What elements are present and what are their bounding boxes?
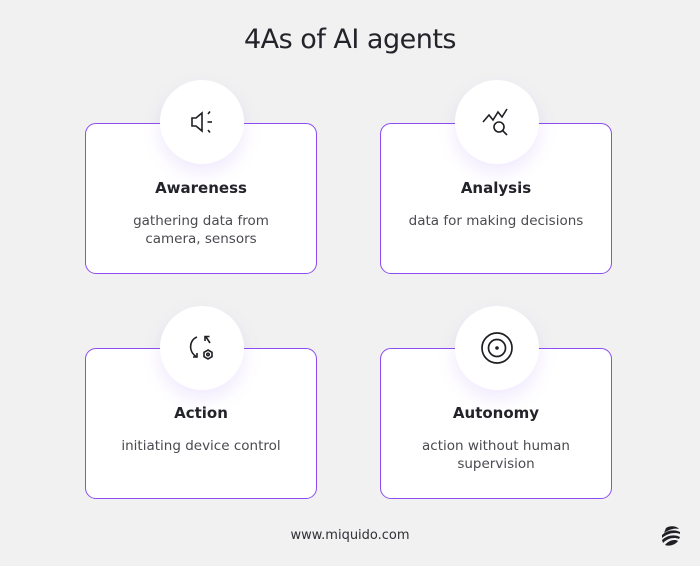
card-action: Action initiating device control (85, 348, 317, 499)
speaker-icon (191, 111, 212, 133)
target-icon (481, 332, 513, 364)
icon-badge-awareness (160, 80, 244, 164)
card-title: Autonomy (452, 404, 540, 422)
card-description: initiating device control (121, 438, 281, 454)
chart-search-icon (482, 108, 508, 136)
cycle-gear-icon (189, 335, 213, 360)
card-title: Action (174, 404, 228, 422)
card-title: Awareness (155, 179, 247, 197)
page-title: 4As of AI agents (244, 24, 456, 55)
footer-url: www.miquido.com (290, 528, 410, 543)
card-description: action without human supervision (422, 438, 570, 472)
card-description: gathering data from camera, sensors (133, 213, 269, 247)
card-description: data for making decisions (408, 213, 584, 229)
miquido-logo-icon (662, 526, 680, 546)
icon-badge-autonomy (455, 306, 539, 390)
icon-badge-analysis (455, 80, 539, 164)
card-title: Analysis (460, 179, 532, 197)
icon-badge-action (160, 306, 244, 390)
